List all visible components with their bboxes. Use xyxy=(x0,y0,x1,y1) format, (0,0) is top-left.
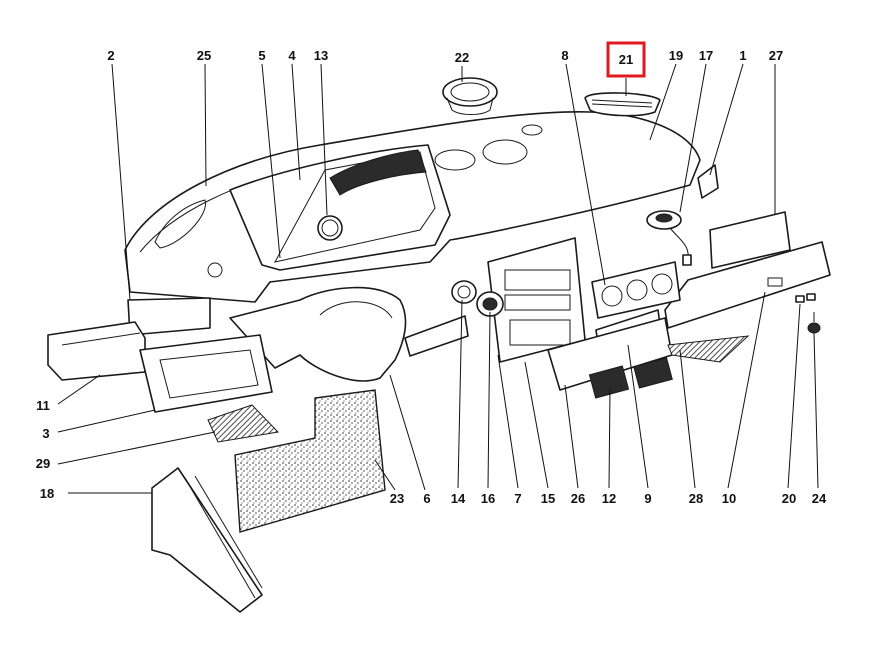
part-10-lower-panel xyxy=(664,241,831,329)
callout-29: 29 xyxy=(36,456,50,471)
part-22-vent-ring xyxy=(442,77,498,115)
callout-17: 17 xyxy=(699,48,713,63)
callout-10: 10 xyxy=(722,491,736,506)
callout-12: 12 xyxy=(602,491,616,506)
callout-3: 3 xyxy=(42,426,49,441)
callout-2: 2 xyxy=(107,48,114,63)
callout-24: 24 xyxy=(812,491,827,506)
callout-11: 11 xyxy=(36,398,50,413)
part-23-carpet xyxy=(234,389,386,533)
callout-4: 4 xyxy=(288,48,296,63)
part-17-speaker xyxy=(646,210,692,266)
callout-28: 28 xyxy=(689,491,703,506)
callout-20: 20 xyxy=(782,491,796,506)
callout-labels: 2 25 5 4 13 22 8 21 19 17 1 27 11 3 29 1… xyxy=(36,48,827,506)
part-27-glovebox-lid xyxy=(709,211,791,269)
part-24-knob xyxy=(807,312,821,334)
callout-27: 27 xyxy=(769,48,783,63)
callout-13: 13 xyxy=(314,48,328,63)
part-29-insulation xyxy=(207,404,280,443)
part-11-left-duct xyxy=(47,321,146,381)
callout-14: 14 xyxy=(451,491,466,506)
part-16-ring xyxy=(476,291,504,317)
part-8-gauge-panel xyxy=(591,261,681,319)
callout-7: 7 xyxy=(514,491,521,506)
callout-1: 1 xyxy=(739,48,746,63)
callout-19: 19 xyxy=(669,48,683,63)
part-18-kick-panel xyxy=(151,467,263,613)
callout-16: 16 xyxy=(481,491,495,506)
callout-6: 6 xyxy=(423,491,430,506)
callout-15: 15 xyxy=(541,491,555,506)
part-14-ring xyxy=(451,280,477,304)
callout-25: 25 xyxy=(197,48,211,63)
part-21-defroster-grille xyxy=(584,92,661,117)
callout-26: 26 xyxy=(571,491,585,506)
leader-lines xyxy=(57,63,819,494)
part-28-insulation xyxy=(667,335,750,363)
part-1-trim xyxy=(697,164,719,199)
callout-9: 9 xyxy=(644,491,651,506)
part-6-lower-dash-panel xyxy=(229,286,407,382)
instrument-cluster-hood xyxy=(229,144,451,271)
part-20-clips xyxy=(795,293,816,303)
callout-22: 22 xyxy=(455,50,469,65)
part-7-center-console xyxy=(487,237,586,363)
part-12-vents xyxy=(547,317,673,399)
callout-21: 21 xyxy=(619,52,633,67)
callout-18: 18 xyxy=(40,486,54,501)
callout-8: 8 xyxy=(561,48,568,63)
callout-5: 5 xyxy=(258,48,265,63)
callout-23: 23 xyxy=(390,491,404,506)
part-3-vent-frame xyxy=(139,334,273,413)
highlight-box-21 xyxy=(606,41,646,78)
part-5-strip xyxy=(404,315,469,357)
